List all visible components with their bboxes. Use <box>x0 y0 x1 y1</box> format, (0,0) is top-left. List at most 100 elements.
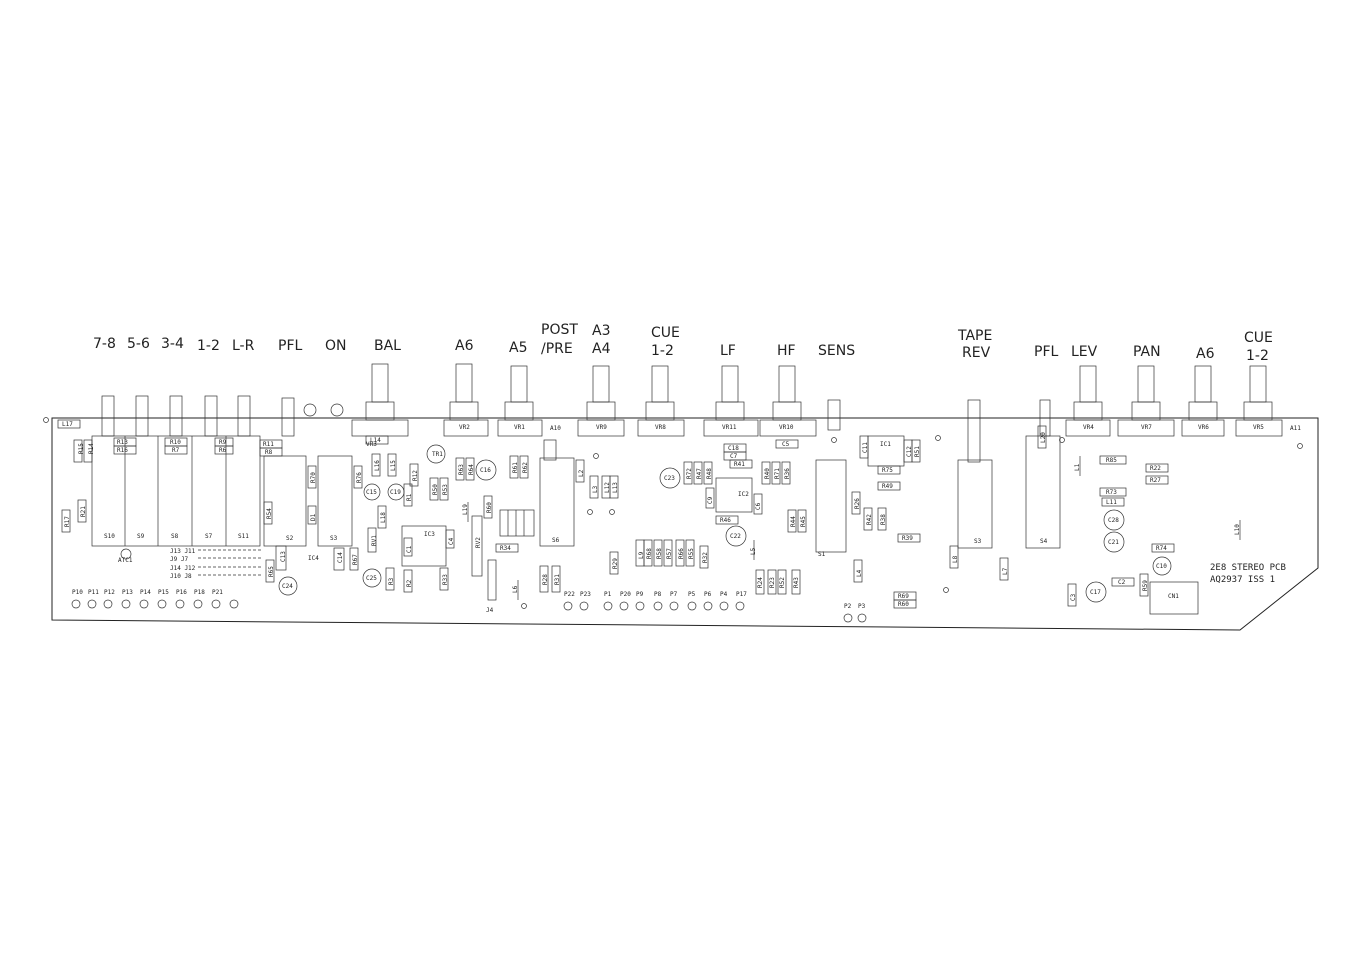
part-ref-label: R74 <box>1156 545 1167 552</box>
part-ref-label: IC4 <box>308 555 319 562</box>
part-ref-label: R58 <box>656 548 663 559</box>
part-ref-label: R23 <box>769 577 776 588</box>
part-ref-label: R65 <box>268 566 275 577</box>
part-ref-label: C6 <box>755 502 762 510</box>
label-a4: A4 <box>592 341 611 357</box>
part-ref-label: R21 <box>80 506 87 517</box>
part-ref-label: R34 <box>500 545 511 552</box>
part-ref-label: C4 <box>448 537 455 545</box>
part-ref-label: VR2 <box>459 424 470 431</box>
part-ref-label: C10 <box>1156 563 1167 570</box>
part-ref-label: C3 <box>1070 593 1077 601</box>
label-tape: TAPE <box>957 328 992 344</box>
part-ref-label: VR5 <box>1253 424 1264 431</box>
part-ref-label: L6 <box>512 585 519 593</box>
part-ref-label: R69 <box>898 593 909 600</box>
part-ref-label: R40 <box>764 468 771 479</box>
pins-right: P2 P3 <box>843 603 867 623</box>
part-ref-label: R39 <box>902 535 913 542</box>
part-ref-label: P12 <box>104 589 115 596</box>
part-ref-label: J14 J12 <box>170 565 196 572</box>
part-ref-label: R51 <box>914 446 921 457</box>
part-ref-label: R55 <box>688 548 695 559</box>
part-ref-label: R76 <box>356 472 363 483</box>
label-a3: A3 <box>592 323 610 339</box>
label-a5: A5 <box>509 340 527 356</box>
part-ref-label: R1 <box>406 493 413 501</box>
part-ref-label: R64 <box>468 464 475 475</box>
part-ref-label: C19 <box>390 489 401 496</box>
part-ref-label: S1 <box>818 551 826 558</box>
part-ref-label: P21 <box>212 589 223 596</box>
part-ref-label: L15 <box>390 460 397 471</box>
part-ref-label: C15 <box>366 489 377 496</box>
part-ref-label: S3 <box>974 538 982 545</box>
part-ref-label: R7 <box>172 447 180 454</box>
part-ref-label: L12 <box>604 482 611 493</box>
board-id-line1: 2E8 STEREO PCB <box>1210 563 1286 573</box>
part-ref-label: R42 <box>866 514 873 525</box>
resistors: R13 R16 R10 R7 R9 R6 R11 R8 R15 R14 R17 … <box>61 437 1175 609</box>
part-ref-label: R62 <box>522 462 529 473</box>
part-ref-label: ATC1 <box>118 557 133 564</box>
label-cue-2: CUE <box>1244 330 1273 346</box>
label-5-6: 5-6 <box>127 336 150 352</box>
part-ref-label: A11 <box>1290 425 1301 432</box>
label-1-2: 1-2 <box>197 338 220 354</box>
part-ref-label: R73 <box>1106 489 1117 496</box>
part-ref-label: R10 <box>170 439 181 446</box>
part-ref-label: R11 <box>263 441 274 448</box>
part-ref-label: J10 J8 <box>170 573 192 580</box>
part-ref-label: P20 <box>620 591 631 598</box>
part-ref-label: P9 <box>636 591 644 598</box>
part-ref-label: R60 <box>486 502 493 513</box>
part-ref-label: J13 J11 <box>170 548 196 555</box>
part-ref-label: P17 <box>736 591 747 598</box>
part-ref-label: C25 <box>366 575 377 582</box>
part-ref-label: IC2 <box>738 491 749 498</box>
part-ref-label: P11 <box>88 589 99 596</box>
pins-middle: P22 P23 P1 P20 P9 P8 P7 P5 P6 P4 P17 <box>563 591 747 611</box>
label-lf: LF <box>720 343 736 359</box>
part-ref-label: J4 <box>486 607 494 614</box>
part-ref-label: R67 <box>352 554 359 565</box>
part-ref-label: L14 <box>370 437 381 444</box>
label-cue: CUE <box>651 325 680 341</box>
part-ref-label: S11 <box>238 533 249 540</box>
part-ref-label: L13 <box>612 482 619 493</box>
part-ref-label: A10 <box>550 425 561 432</box>
label-bal: BAL <box>374 338 401 354</box>
part-ref-label: L1 <box>1074 463 1081 471</box>
part-ref-label: R29 <box>612 558 619 569</box>
part-ref-label: R53 <box>442 484 449 495</box>
part-ref-label: L17 <box>62 421 73 428</box>
pot-labels: VR2 VR1 VR9 VR8 VR11 VR10 VR4 VR7 VR6 VR… <box>366 424 1301 448</box>
switch-bodies <box>539 435 1061 553</box>
part-ref-label: P8 <box>654 591 662 598</box>
part-ref-label: IC1 <box>880 441 891 448</box>
capacitors: C16 C15 C19 C25 C24 C23 C22 C28 C21 C10 … <box>275 435 1172 607</box>
label-cue-2-1-2: 1-2 <box>1246 348 1269 364</box>
part-ref-label: R70 <box>310 472 317 483</box>
part-ref-label: R8 <box>265 449 273 456</box>
label-l-r: L-R <box>232 338 255 354</box>
part-ref-label: R54 <box>266 508 273 519</box>
part-ref-label: VR1 <box>514 424 525 431</box>
part-ref-label: VR7 <box>1141 424 1152 431</box>
part-ref-label: P1 <box>604 591 612 598</box>
part-ref-label: P14 <box>140 589 151 596</box>
part-ref-label: S9 <box>137 533 145 540</box>
part-ref-label: R72 <box>686 468 693 479</box>
label-post: POST <box>541 322 578 338</box>
part-ref-label: R57 <box>666 548 673 559</box>
part-ref-label: C22 <box>730 533 741 540</box>
part-ref-label: L10 <box>1234 524 1241 535</box>
part-ref-label: R85 <box>1106 457 1117 464</box>
part-ref-label: R36 <box>784 468 791 479</box>
part-ref-label: P13 <box>122 589 133 596</box>
part-ref-label: L2 <box>578 469 585 477</box>
part-ref-label: R59 <box>1142 580 1149 591</box>
part-ref-label: L20 <box>1040 432 1047 443</box>
part-ref-label: R31 <box>554 574 561 585</box>
part-ref-label: RV1 <box>371 535 378 546</box>
